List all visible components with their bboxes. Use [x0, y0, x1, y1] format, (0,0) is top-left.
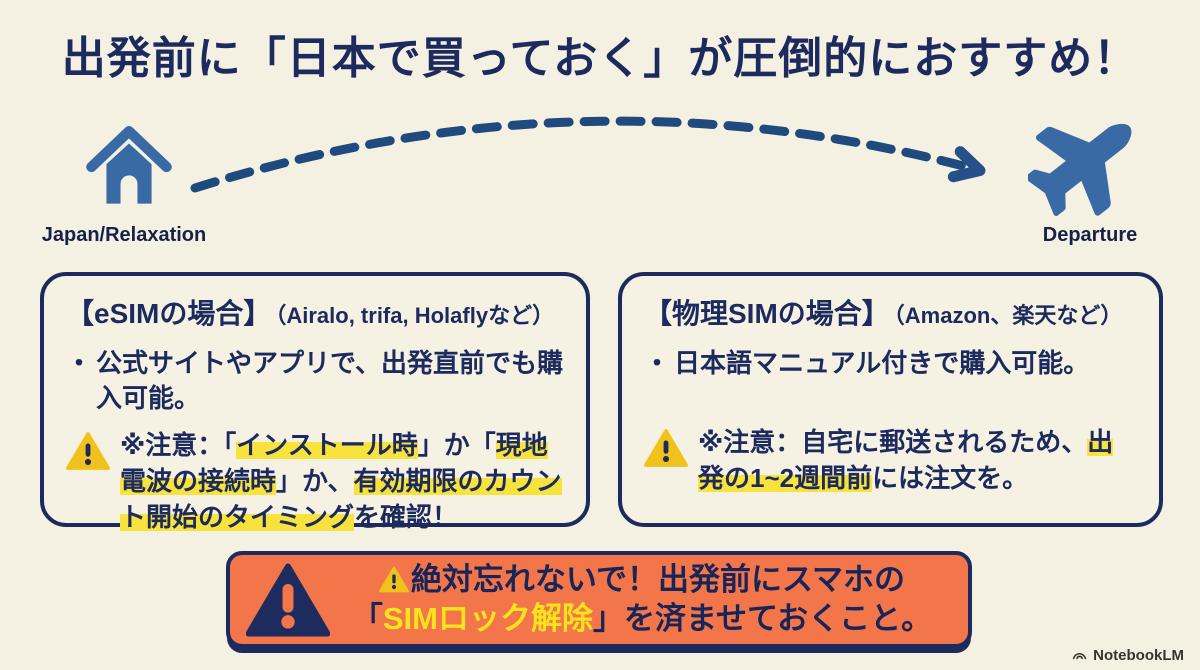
esim-bullet: ・ 公式サイトやアプリで、出発直前でも購入可能。 [66, 346, 564, 416]
warning-triangle-icon [378, 566, 409, 593]
sim-unlock-warning-box: 絶対忘れないで！出発前にスマホの 「SIMロック解除」を済ませておくこと。 [226, 551, 972, 648]
destination-label: Departure [1042, 224, 1138, 246]
esim-warning-text: ※注意：「インストール時」か「現地電波の接続時」か、有効期限のカウント開始のタイ… [120, 428, 564, 536]
footer-line1: 絶対忘れないで！出発前にスマホの [378, 561, 906, 597]
bullet-marker: ・ [644, 348, 671, 378]
physical-sim-warning: ※注意：自宅に郵送されるため、出発の1~2週間前には注文を。 [644, 425, 1137, 497]
warning-segment: ※注意：自宅に郵送されるため、 [698, 427, 1088, 458]
footer-sim-unlock-term: SIMロック解除 [382, 600, 593, 636]
dashed-arc-arrow [190, 116, 986, 193]
esim-warning: ※注意：「インストール時」か「現地電波の接続時」か、有効期限のカウント開始のタイ… [66, 428, 564, 536]
esim-card-title: 【eSIMの場合】 [66, 298, 272, 329]
alert-triangle-icon [246, 562, 330, 637]
footer-line2: 「SIMロック解除」を済ませておくこと。 [352, 601, 932, 636]
page-title: 出発前に「日本で買っておく」が圧倒的におすすめ！ [61, 34, 1139, 83]
home-icon [86, 126, 172, 204]
warning-segment: には注文を。 [872, 462, 1029, 493]
bullet-marker: ・ [66, 348, 93, 378]
notebooklm-label: NotebookLM [1093, 647, 1184, 664]
warning-segment-highlighted: インストール時 [236, 430, 418, 461]
physical-sim-bullet: ・ 日本語マニュアル付きで購入可能。 [644, 346, 1137, 381]
esim-card-header: 【eSIMの場合】（Airalo, trifa, Holaflyなど） [66, 292, 564, 332]
physical-sim-card: 【物理SIMの場合】（Amazon、楽天など） ・ 日本語マニュアル付きで購入可… [618, 272, 1163, 527]
footer-line2-rest: 」を済ませておくこと。 [592, 600, 933, 636]
warning-triangle-icon [644, 429, 688, 468]
physical-sim-card-subtitle: （Amazon、楽天など） [893, 303, 1123, 328]
footer-line1-text: 絶対忘れないで！出発前にスマホの [410, 561, 906, 597]
sim-unlock-warning-text: 絶対忘れないで！出発前にスマホの 「SIMロック解除」を済ませておくこと。 [330, 561, 968, 639]
physical-sim-bullet-text: 日本語マニュアル付きで購入可能。 [674, 348, 1090, 378]
origin-label: Japan/Relaxation [41, 224, 207, 246]
physical-sim-card-title: 【物理SIMの場合】 [644, 298, 890, 329]
esim-card: 【eSIMの場合】（Airalo, trifa, Holaflyなど） ・ 公式… [40, 272, 590, 532]
physical-sim-warning-text: ※注意：自宅に郵送されるため、出発の1~2週間前には注文を。 [698, 425, 1137, 497]
warning-segment: ※注意：「 [120, 430, 237, 461]
esim-bullet-text: 公式サイトやアプリで、出発直前でも購入可能。 [96, 348, 563, 414]
warning-segment: 」か「 [417, 430, 496, 461]
warning-segment: を確認！ [354, 501, 459, 532]
plane-icon [1028, 123, 1132, 216]
warning-segment: 」か、 [276, 466, 354, 497]
branding: NotebookLM [1071, 647, 1184, 664]
notebooklm-icon [1072, 653, 1087, 660]
warning-triangle-icon [66, 432, 110, 471]
esim-card-subtitle: （Airalo, trifa, Holaflyなど） [275, 303, 555, 328]
footer-line2-bracket-open: 「 [351, 600, 383, 636]
physical-sim-card-header: 【物理SIMの場合】（Amazon、楽天など） [644, 292, 1137, 332]
